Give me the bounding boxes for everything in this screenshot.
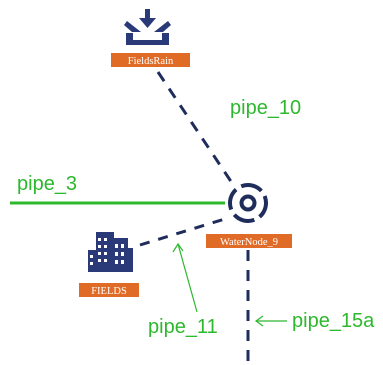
fields-node[interactable]: FIELDS [79,232,139,297]
pipe-10-line[interactable] [156,71,236,187]
pipe-11-callout [172,242,198,313]
water-node-9-tag [206,234,292,248]
pipe-11-line[interactable] [139,216,229,247]
junction-node-icon [228,183,268,223]
pipe-3-label: pipe_3 [17,173,77,195]
buildings-icon [88,232,133,272]
fields-rain-label: FieldsRain [128,56,174,67]
inflow-arrow-icon [124,9,171,45]
pipe-15a-callout [254,315,287,327]
fields-tag [79,283,139,297]
fields-rain-tag [111,53,190,67]
water-node-9-label: WaterNode_9 [220,237,278,248]
water-node-9[interactable]: WaterNode_9 [206,180,292,248]
pipe-11-label: pipe_11 [148,316,218,338]
pipe-15a-label: pipe_15a [292,310,375,332]
fields-label: FIELDS [91,286,127,297]
fields-rain-node[interactable]: FieldsRain [111,9,190,67]
pipe-10-label: pipe_10 [230,97,301,119]
